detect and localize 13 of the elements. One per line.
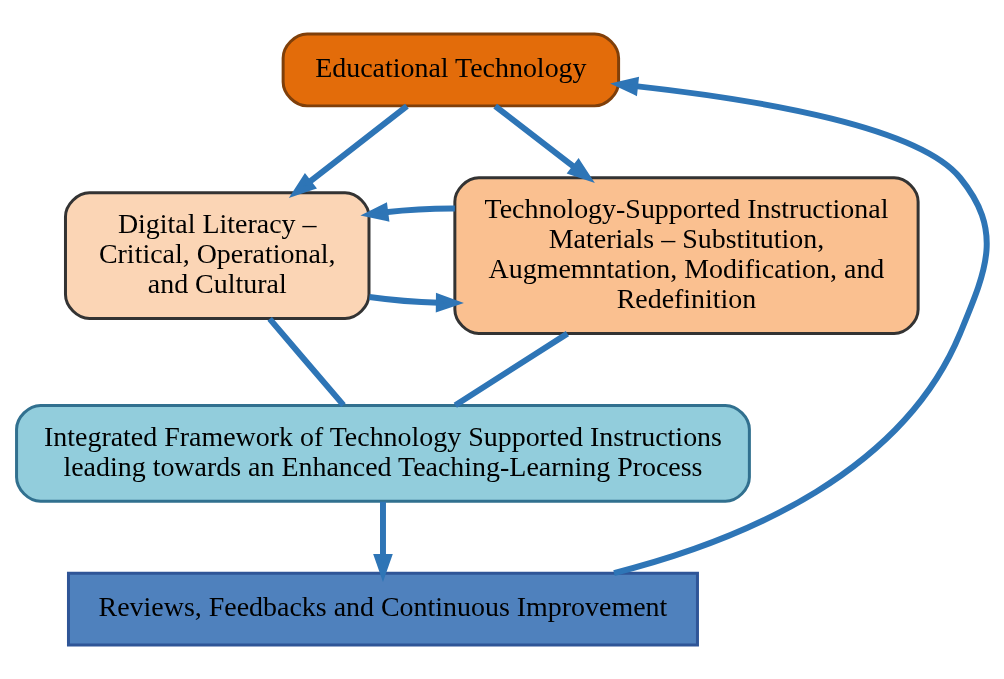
connector: [453, 331, 569, 408]
arrow: [360, 202, 455, 222]
arrow: [610, 76, 990, 576]
arrow: [373, 501, 393, 583]
node-box: Digital Literacy – Critical, Operational, and Cultural: [64, 191, 371, 321]
node-box: Technology-Supported Instructional Materials – Substitution, Augmemntation, Modification, and Redefinition: [453, 176, 920, 335]
arrow: [368, 292, 464, 313]
node-box: Educational Technology: [281, 32, 621, 108]
node-box: Reviews, Feedbacks and Continuous Improvement: [66, 571, 699, 647]
node-box: Integrated Framework of Technology Supported Instructions leading towards an Enhanced Teaching-Learning Process: [15, 403, 751, 503]
arrow: [493, 103, 595, 183]
connector: [267, 316, 346, 408]
arrow: [288, 103, 409, 198]
